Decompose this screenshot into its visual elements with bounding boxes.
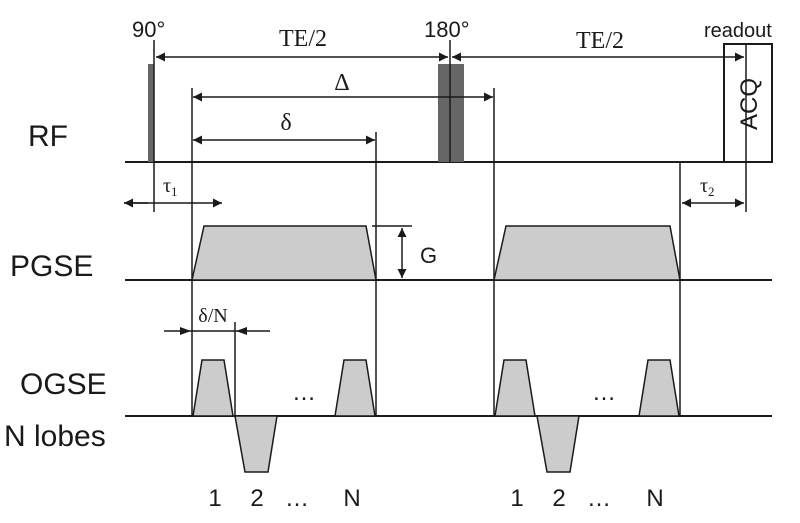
te-half-2-label: TE/2 [576,28,624,54]
lobe-label-1-first: 1 [208,485,221,512]
ogse-lobe-1-positive [192,359,234,417]
delta-over-n-arrowhead-left [180,327,191,335]
lobe-label-2-first: 1 [510,485,523,512]
readout-label: readout [704,20,772,42]
ogse-lobe-1-last [334,359,376,417]
small-delta-label: δ [280,110,291,136]
ogse-ellipsis-2: … [592,379,616,406]
lobe-label-2-n: N [646,485,663,512]
rf-row-label: RF [28,120,68,153]
delta-over-n-arrowhead-right [236,327,247,335]
lobe-label-1-ellipsis: … [285,485,309,512]
tau2-subscript: 2 [708,184,715,199]
ogse-lobes-label: N lobes [4,420,106,453]
pgse-gradient-lobe-1 [191,225,377,281]
rf-pulse-180 [438,64,464,162]
big-delta-label: Δ [334,70,349,96]
lobe-label-1-second: 2 [250,485,263,512]
pgse-gradient-lobe-2 [493,225,681,281]
rf-pulse-90 [148,64,154,162]
lobe-label-1-n: N [343,485,360,512]
ogse-lobe-2-positive [494,359,536,417]
pulse-180-label: 180° [424,17,470,42]
ogse-lobe-2-negative [536,415,580,473]
tau2-label: τ2 [700,175,715,199]
tau1-symbol: τ [163,175,171,197]
ogse-row-label: OGSE [20,368,107,401]
pgse-row-label: PGSE [10,250,93,283]
ogse-ellipsis-1: … [292,379,316,406]
ogse-lobe-1-negative [234,415,278,473]
tau1-subscript: 1 [171,184,178,199]
lobe-label-2-second: 2 [552,485,565,512]
gradient-amp-label: G [420,243,437,268]
acq-label: ACQ [736,78,763,130]
delta-over-n-label: δ/N [198,305,227,327]
tau2-symbol: τ [700,175,708,197]
pulse-90-label: 90° [132,17,165,42]
tau1-label: τ1 [163,175,178,199]
ogse-lobe-2-last [638,359,680,417]
te-half-1-label: TE/2 [279,26,327,52]
lobe-label-2-ellipsis: … [587,485,611,512]
acq-box [723,43,773,163]
